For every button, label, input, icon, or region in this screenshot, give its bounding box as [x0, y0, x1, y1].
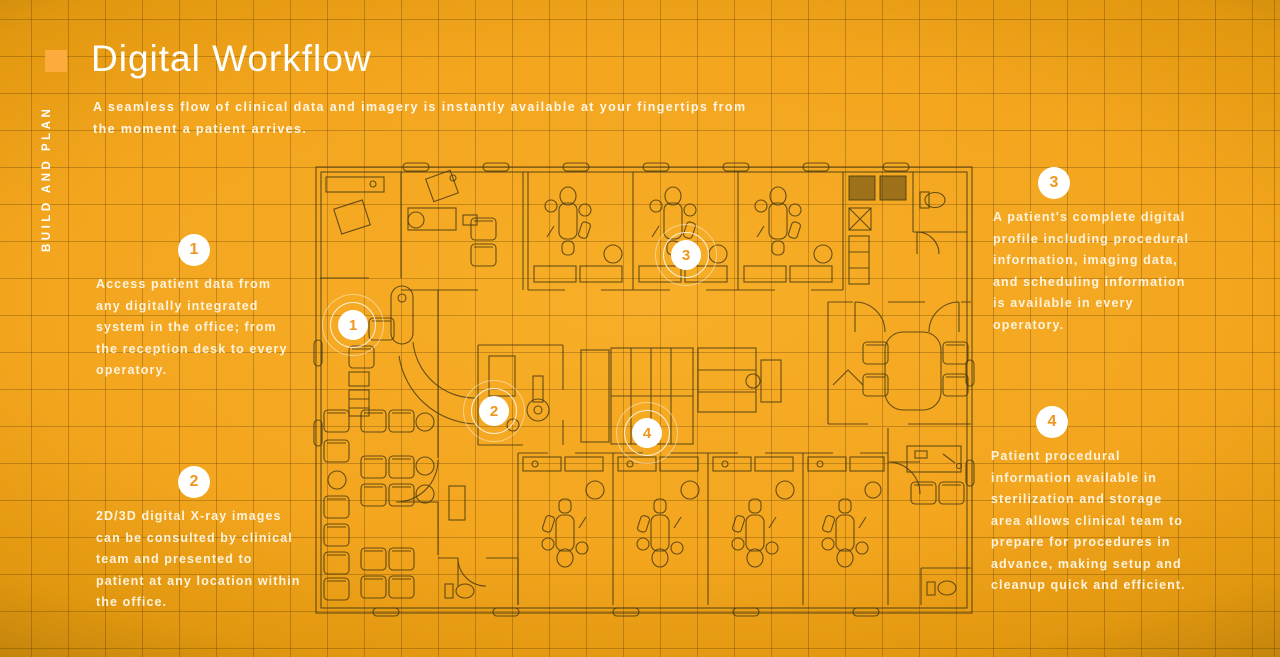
- ripple-ring-inner: [663, 232, 709, 278]
- callout-4: 4 Patient procedural information availab…: [991, 406, 1196, 597]
- plan-hotspot-3[interactable]: 3: [655, 224, 717, 286]
- callout-number-badge: 1: [178, 234, 210, 266]
- hotspot-number: 1: [338, 310, 368, 340]
- accent-square: [45, 50, 67, 72]
- ripple-ring-outer: [616, 402, 678, 464]
- private-office: [887, 428, 971, 605]
- restroom: [438, 557, 519, 605]
- outer-walls: [313, 162, 975, 617]
- callout-2: 2 2D/3D digital X-ray images can be cons…: [96, 466, 304, 614]
- callout-number-badge: 4: [1036, 406, 1068, 438]
- hotspot-number: 3: [671, 240, 701, 270]
- plan-hotspot-1[interactable]: 1: [322, 294, 384, 356]
- break-room: [827, 301, 971, 425]
- front-offices: [320, 169, 524, 291]
- floor-plan-svg: [313, 162, 975, 617]
- eyebrow-label: BUILD AND PLAN: [41, 105, 53, 252]
- callout-text: Access patient data from any digitally i…: [96, 277, 288, 377]
- waiting-room: [323, 290, 439, 601]
- callout-1: 1 Access patient data from any digitally…: [96, 234, 292, 382]
- callout-text: Patient procedural information available…: [991, 449, 1186, 592]
- callout-number-badge: 2: [178, 466, 210, 498]
- callout-text: 2D/3D digital X-ray images can be consul…: [96, 509, 301, 609]
- sterilization-area: [848, 172, 967, 285]
- plan-hotspot-4[interactable]: 4: [616, 402, 678, 464]
- ripple-ring-inner: [330, 302, 376, 348]
- ripple-ring-outer: [655, 224, 717, 286]
- callout-number-badge: 3: [1038, 167, 1070, 199]
- ripple-ring-outer: [463, 380, 525, 442]
- hotspot-number: 4: [632, 418, 662, 448]
- ripple-ring-outer: [322, 294, 384, 356]
- page-title: Digital Workflow: [91, 38, 372, 79]
- hotspot-number: 2: [479, 396, 509, 426]
- floor-plan: [313, 160, 977, 622]
- callout-text: A patient's complete digital profile inc…: [993, 210, 1190, 332]
- bottom-operatories: [517, 452, 888, 605]
- callout-3: 3 A patient's complete digital profile i…: [993, 167, 1193, 336]
- ripple-ring-inner: [624, 410, 670, 456]
- plan-hotspot-2[interactable]: 2: [463, 380, 525, 442]
- reception-desk: [348, 285, 476, 425]
- ripple-ring-inner: [471, 388, 517, 434]
- page-subtitle: A seamless flow of clinical data and ima…: [93, 100, 747, 136]
